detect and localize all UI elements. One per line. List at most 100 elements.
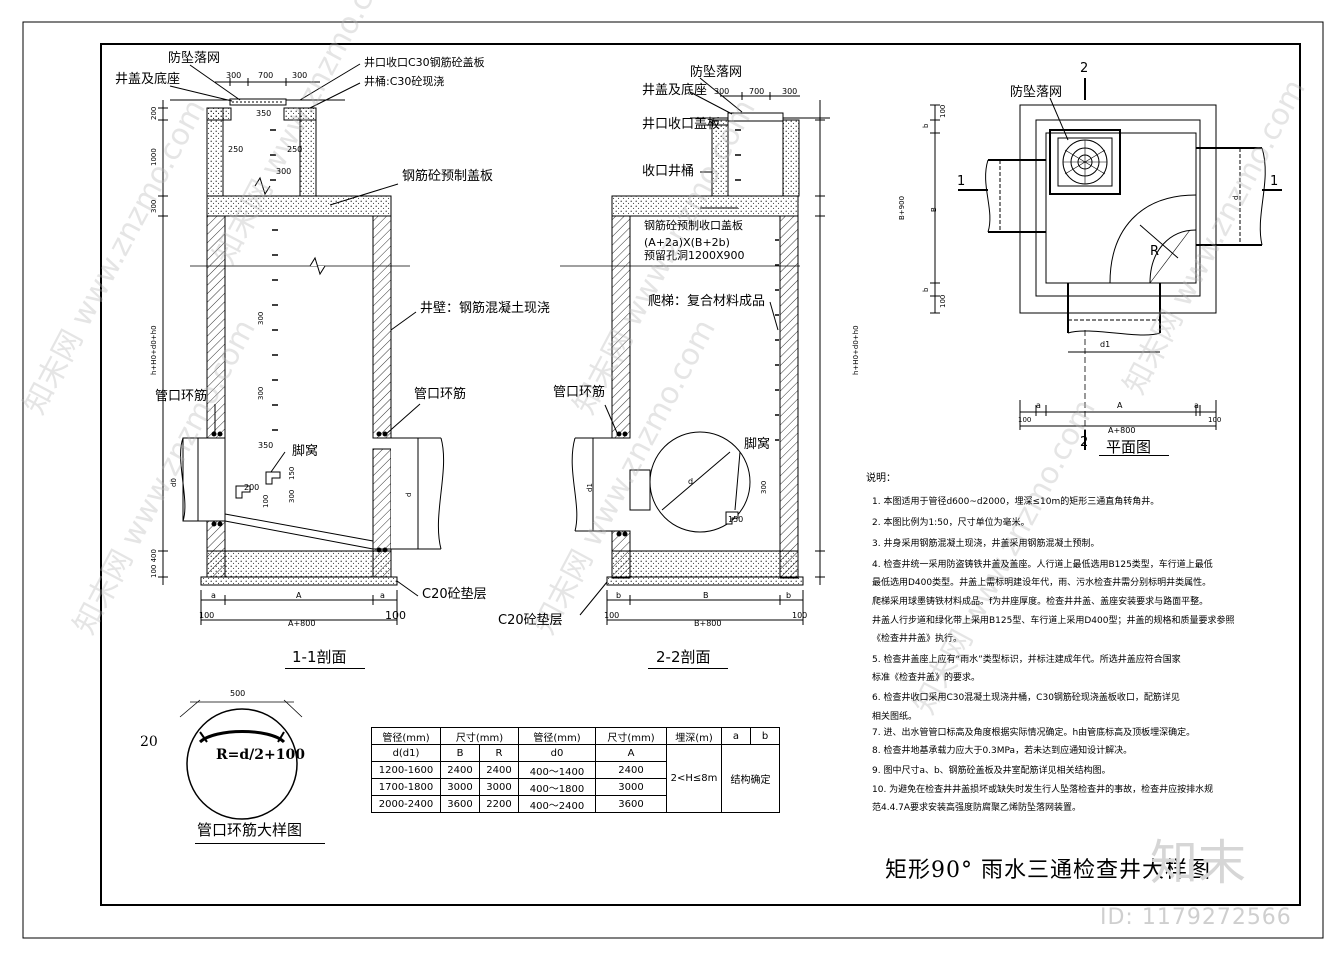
table-cell: 1200-1600 [371,761,441,779]
note-line-2: 2. 本图比例为1:50，尺寸单位为毫米。 [872,518,1030,528]
ring-underline [195,843,325,844]
sdim-200: 200 [244,483,260,492]
label-cover-base-2: 井盖及底座 [642,83,708,98]
dim-b-left: b [616,591,622,600]
plan-dim-100d: 100 [1208,416,1222,424]
note-line-7: 井盖人行步道和绿化带上采用B125型、车行道上采用D400型；井盖的规格和质量要… [872,616,1235,626]
table-cell: 2400 [479,761,519,779]
note-line-15: 9. 图中尺寸a、b、钢筋砼盖板及井室配筋详见相关结构图。 [872,766,1111,776]
dim-100-right: 100 [385,609,406,622]
vdim-300-2: 300 [760,480,768,494]
note-line-10: 标准《检查井盖》的要求。 [872,673,981,683]
table-subheader: R [479,744,519,762]
label-wall: 井壁：钢筋混凝土现浇 [420,301,551,316]
plan-dim-R: R [1150,244,1160,259]
table-cell: 3600 [595,795,667,813]
vdim-300: 300 [150,199,158,213]
dim-A: A [296,591,302,600]
table-header: 尺寸(mm) [440,727,519,745]
sdim-300c: 300 [288,489,296,503]
plan-frame-line [1099,455,1169,456]
plan-dim-a-left: a [1036,401,1041,410]
plan-dim-A: A [1117,401,1123,410]
dim-100-left: 100 [199,611,215,620]
plan-dim-d: d [1232,195,1240,200]
dim-t300b: 300 [782,87,798,96]
ring-width: 500 [230,689,246,698]
label-pipe-ring-left: 管口环筋 [155,389,208,404]
cut-1-left: 1 [957,174,966,189]
dim-d: d [405,492,413,497]
dim-250b: 250 [287,145,303,154]
table-cell: 2000-2400 [371,795,441,813]
table-ab: 结构确定 [721,744,780,813]
plan-dim-A800: A+800 [1108,426,1136,435]
table-cell: 400～1400 [518,761,596,779]
ring-bar: 20 [140,734,158,750]
table-header: 埋深(m) [666,727,722,745]
dim-100-left-2: 100 [604,611,620,620]
dim-d0: d0 [170,478,178,487]
table-cell: 400～2400 [518,795,596,813]
table-cell: 2200 [479,795,519,813]
dim-t700: 700 [749,87,765,96]
outer-frame [22,21,1324,939]
vdim-total: h+H0+d0+h0 [150,325,158,375]
dim-B800: B+800 [694,619,722,628]
label-pipe-ring-2: 管口环筋 [553,385,606,400]
dim-A800: A+800 [288,619,316,628]
plan-dim-a-right: a [1194,401,1199,410]
label-fall-net: 防坠落网 [168,51,221,66]
plan-dim-d1: d1 [1100,340,1111,349]
label-barrel: 井桶:C30砼现浇 [364,75,445,88]
cut-2-bottom: 2 [1080,435,1089,450]
note-line-11: 6. 检查井收口采用C30混凝土现浇井桶，C30钢筋砼现浇盖板收口，配筋详见 [872,693,1180,703]
dim-350: 350 [256,109,272,118]
section-2-2 [560,77,830,625]
table-cell: 2400 [595,761,667,779]
label-precast-slab: 钢筋砼预制盖板 [402,169,494,184]
table-cell: 3600 [440,795,480,813]
note-line-3: 3. 井身采用钢筋混凝土现浇，井盖采用钢筋混凝土预制。 [872,539,1100,549]
drawing-title: 矩形90° 雨水三通检查井大样图 [885,858,1211,883]
table-depth: 2<H≤8m [666,744,722,813]
dim-250a: 250 [228,145,244,154]
table-row: 1700-1800 3000 3000 400～1800 3000 [371,778,780,796]
table-header: 尺寸(mm) [595,727,667,745]
note-line-5: 最低选用D400类型。井盖上需标明建设年代，雨、污水检查井需分别标明井类属性。 [872,578,1212,588]
inner-frame [100,43,1301,906]
section-title-2-2: 2-2剖面 [656,648,711,666]
table-header: 管径(mm) [518,727,596,745]
table-row: 2000-2400 3600 2200 400～2400 3600 [371,795,780,813]
table-row: 1200-1600 2400 2400 400～1400 2400 [371,761,780,779]
label-foothole-2: 脚窝 [744,437,771,452]
vdim-200: 200 [150,106,158,120]
dim-100-right-2: 100 [792,611,808,620]
section-title-plan: 平面图 [1106,438,1152,456]
ring-detail [179,699,303,820]
label-opening-size: (A+2a)X(B+2b) [644,236,730,249]
table-cell: 3000 [595,778,667,796]
sdim-300b: 300 [257,386,265,400]
label-mouth-barrel-2: 收口井桶 [642,164,695,179]
label-fall-net-2: 防坠落网 [690,65,743,80]
brand-logo: 知末 [1150,835,1247,891]
label-foothole: 脚窝 [292,444,319,459]
plan-dim-b-top: b [922,123,930,128]
table-header-row-2: d(d1) B R d0 A 2<H≤8m 结构确定 [371,744,780,813]
sdim-350: 350 [258,441,274,450]
label-cover-base: 井盖及底座 [115,72,181,87]
table-cell: 3000 [440,778,480,796]
plan-dim-B: B [930,207,938,212]
table-header-row-1: 管径(mm) 尺寸(mm) 管径(mm) 尺寸(mm) 埋深(m) a b [371,727,780,745]
note-line-12: 相关图纸。 [872,712,918,722]
dim-a-left: a [211,591,216,600]
plan-dim-100a: 100 [939,104,947,118]
cut-1-right: 1 [1270,174,1279,189]
table-header: a [721,727,751,745]
label-ladder: 爬梯：复合材料成品 [648,294,766,309]
s11-underline [285,668,365,669]
dim-t300a: 300 [714,87,730,96]
note-line-9: 5. 检查井盖座上应有“雨水”类型标识，并标注建成年代。所选井盖应符合国家 [872,655,1181,665]
